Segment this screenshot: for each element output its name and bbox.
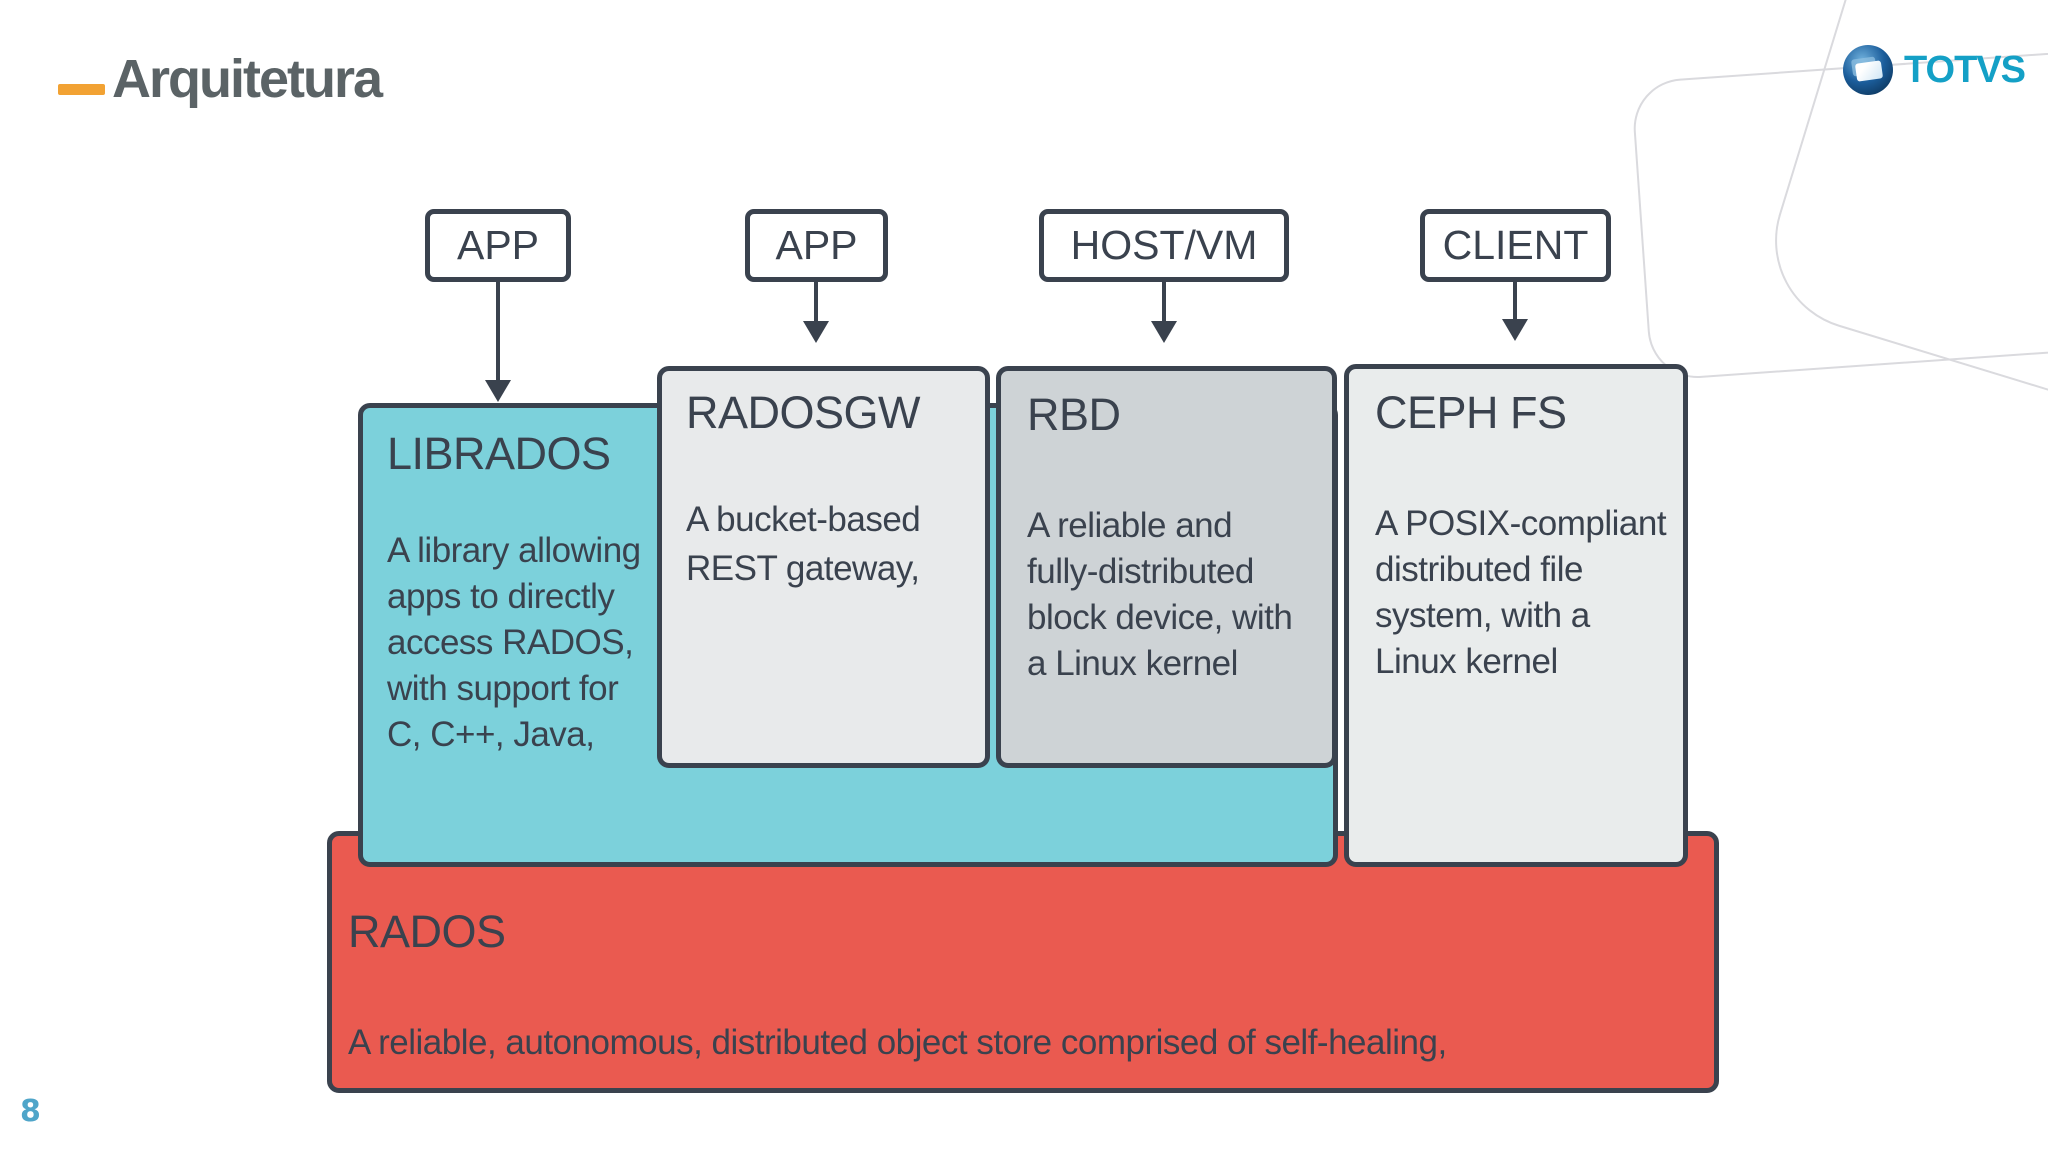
label-app-1: APP (425, 209, 571, 282)
box-rados-title: RADOS (348, 906, 506, 957)
box-librados-description: A library allowing apps to directly acce… (387, 531, 641, 754)
arrow-client-to-cephfs (1502, 281, 1528, 341)
box-rbd: RBD A reliable and fully-distributed blo… (996, 366, 1337, 768)
box-radosgw: RADOSGW A bucket-based REST gateway, (657, 366, 990, 768)
totvs-logo-text: TOTVS (1904, 48, 2026, 91)
box-rbd-title: RBD (1027, 389, 1121, 440)
label-client-text: CLIENT (1442, 222, 1589, 268)
arrow-app-to-radosgw (803, 281, 829, 343)
label-host-vm: HOST/VM (1039, 209, 1289, 282)
box-cephfs: CEPH FS A POSIX-compliant distributed fi… (1344, 364, 1688, 867)
totvs-globe-icon (1843, 45, 1893, 95)
box-rados: RADOS A reliable, autonomous, distribute… (327, 831, 1719, 1093)
totvs-logo: TOTVS (1843, 45, 2026, 95)
label-client: CLIENT (1420, 209, 1611, 282)
title-accent-dash (58, 84, 105, 95)
box-radosgw-title: RADOSGW (686, 387, 921, 438)
label-app-1-text: APP (456, 222, 540, 268)
box-radosgw-description: A bucket-based REST gateway, (686, 500, 921, 588)
box-cephfs-title: CEPH FS (1375, 387, 1567, 438)
box-librados-title: LIBRADOS (387, 428, 611, 479)
label-app-2-text: APP (775, 222, 858, 268)
box-cephfs-description: A POSIX-compliant distributed file syste… (1375, 504, 1667, 681)
label-app-2: APP (745, 209, 888, 282)
box-rados-description: A reliable, autonomous, distributed obje… (348, 1023, 1447, 1062)
box-rbd-description: A reliable and fully-distributed block d… (1027, 506, 1293, 683)
label-host-vm-text: HOST/VM (1070, 222, 1258, 268)
page-title: Arquitetura (112, 49, 383, 109)
arrow-hostvm-to-rbd (1151, 281, 1177, 343)
arrow-app-to-librados (485, 281, 511, 402)
page-number: 8 (20, 1094, 41, 1129)
